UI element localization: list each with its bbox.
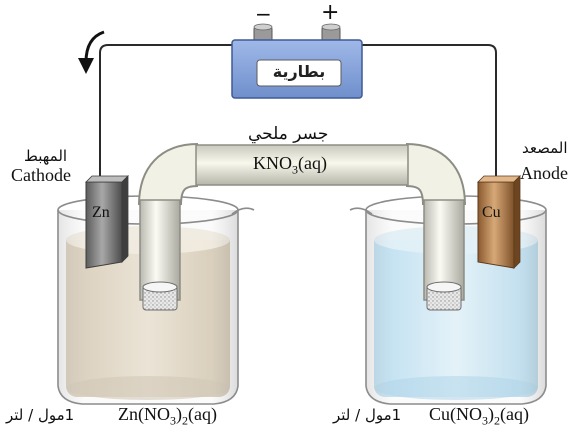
- right-formula-part3: (aq): [500, 404, 529, 424]
- cathode-english-label: Cathode: [11, 165, 71, 185]
- zinc-electrode: [85, 175, 129, 269]
- copper-electrode: [477, 175, 521, 269]
- salt-bridge-formula-main: KNO: [253, 153, 292, 173]
- left-solution-formula: Zn(NO3)2(aq): [118, 404, 217, 429]
- zinc-electrode-label: Zn: [92, 204, 110, 221]
- left-formula-part1: Zn(NO: [118, 404, 170, 424]
- wire-left: [99, 44, 262, 182]
- cathode-arabic-label: المهبط: [24, 147, 68, 165]
- right-formula-part1: Cu(NO: [429, 404, 482, 424]
- battery-negative-sign: −: [255, 2, 272, 26]
- right-formula-sub2: 2: [494, 413, 500, 428]
- salt-bridge-arabic-label: جسر ملحي: [248, 124, 329, 144]
- battery-label: بطارية: [272, 62, 326, 81]
- salt-bridge: [138, 143, 466, 311]
- copper-electrode-label: Cu: [482, 204, 501, 221]
- battery: [231, 23, 363, 99]
- left-concentration-label: 1مول / لتر: [6, 406, 75, 424]
- anode-arabic-label: المصعد: [522, 139, 568, 157]
- anode-english-label: Anode: [520, 163, 568, 183]
- salt-bridge-formula-subscript: 3: [292, 162, 298, 177]
- right-solution-formula: Cu(NO3)2(aq): [429, 404, 529, 429]
- salt-bridge-formula: KNO3(aq): [253, 153, 327, 178]
- left-formula-sub1: 3: [170, 413, 176, 428]
- wire-right: [332, 44, 497, 182]
- left-formula-part3: (aq): [188, 404, 217, 424]
- right-formula-sub1: 3: [482, 413, 488, 428]
- left-formula-sub2: 2: [182, 413, 188, 428]
- left-formula-part2: ): [176, 404, 182, 424]
- battery-positive-sign: +: [321, 0, 340, 25]
- right-formula-part2: ): [488, 404, 494, 424]
- salt-bridge-formula-tail: (aq): [298, 153, 327, 173]
- right-concentration-label: 1مول / لتر: [333, 406, 402, 424]
- electron-flow-arrow-icon: [78, 30, 105, 74]
